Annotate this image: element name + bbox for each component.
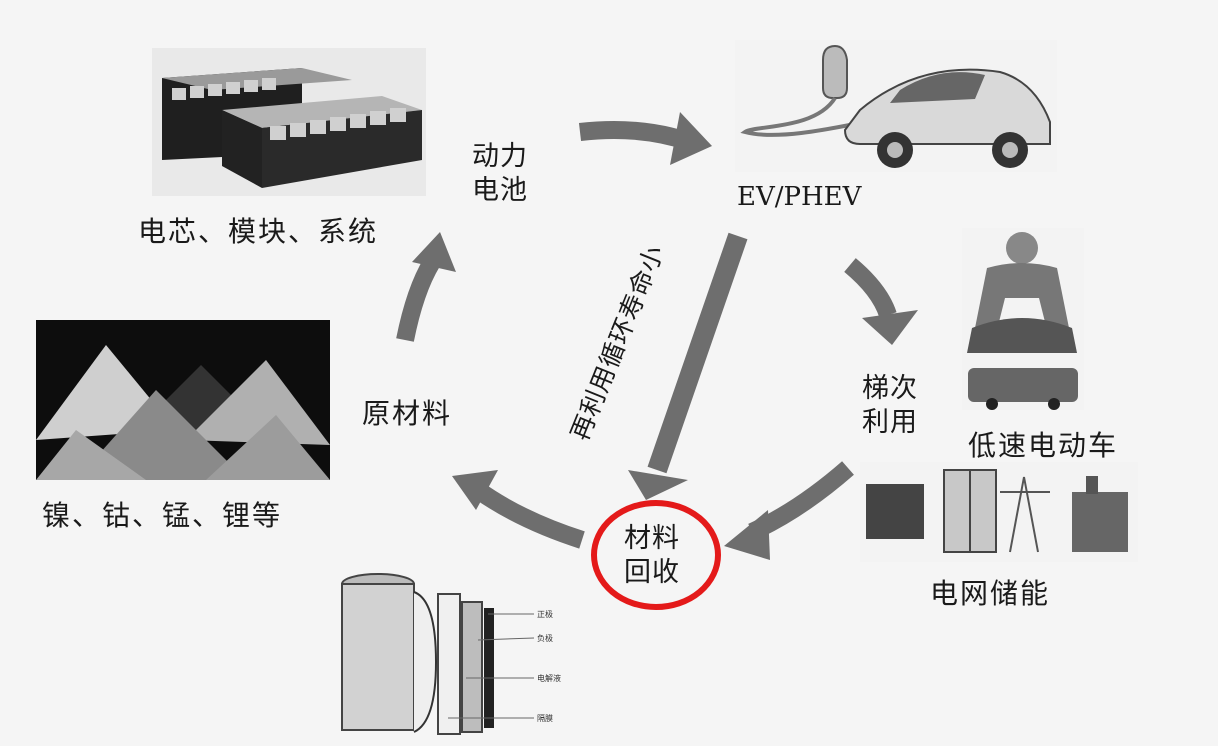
battery-layer-label-0: 正极 xyxy=(537,609,553,619)
arrow-direct-recycle-head xyxy=(628,470,688,500)
arrow-from-grid xyxy=(748,461,854,541)
ev-phev-label: EV/PHEV xyxy=(737,182,862,212)
grid-storage-label: 电网储能 xyxy=(930,577,1051,610)
arrow-to-ev xyxy=(578,120,693,151)
electric-car-image xyxy=(735,40,1057,172)
cell-module-system-label: 电芯、模块、系统 xyxy=(138,215,379,248)
arrow-from-grid-head xyxy=(724,510,770,560)
battery-layer-label-3: 隔膜 xyxy=(537,713,553,723)
raw-material-powder-image xyxy=(36,320,330,480)
arrow-to-raw xyxy=(472,482,585,549)
battery-layer-label-2: 电解液 xyxy=(537,673,561,683)
metals-label: 镍、钴、锰、锂等 xyxy=(42,499,283,532)
arrow-direct-recycle xyxy=(647,232,748,474)
grid-storage-image xyxy=(860,462,1138,562)
battery-cell-cutaway-image: 正极 负极 电解液 隔膜 xyxy=(338,568,568,740)
cascade-use-label: 梯次 利用 xyxy=(862,373,918,438)
material-recycling-label: 材料 回收 xyxy=(624,523,680,588)
raw-material-label: 原材料 xyxy=(362,397,453,430)
battery-pack-image xyxy=(152,48,426,196)
arrow-to-battery-head xyxy=(412,232,456,272)
low-speed-ev-label: 低速电动车 xyxy=(968,429,1119,462)
arrow-to-cascade xyxy=(844,258,897,319)
arrow-to-cascade-head xyxy=(862,310,918,345)
battery-layer-label-1: 负极 xyxy=(537,633,553,643)
reuse-cycle-life-label: 再利用循环寿命小 xyxy=(564,240,670,445)
power-battery-label: 动力 电池 xyxy=(472,141,528,206)
arrow-to-raw-head xyxy=(452,470,498,510)
arrow-to-battery xyxy=(396,257,440,342)
low-speed-ev-image xyxy=(962,228,1084,410)
arrow-to-ev-head xyxy=(670,112,712,165)
